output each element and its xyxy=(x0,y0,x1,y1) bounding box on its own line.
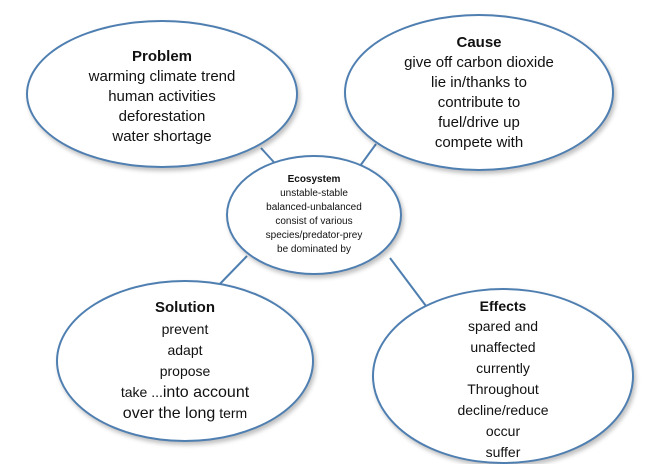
ecosystem-item: balanced-unbalanced xyxy=(266,202,362,213)
solution-title: Solution xyxy=(155,299,215,316)
solution-item-part: into account xyxy=(162,384,250,401)
effects-title: Effects xyxy=(479,297,527,314)
solution-item: prevent xyxy=(161,321,209,337)
solution-item: over the long term xyxy=(123,403,247,424)
problem-title: Problem xyxy=(131,48,192,65)
cause-node: Cause give off carbon dioxide lie in/tha… xyxy=(344,14,614,171)
solution-item-part: take ... xyxy=(120,384,163,400)
effects-item: spared and xyxy=(467,317,539,334)
effects-item: currently xyxy=(476,359,530,376)
cause-item: compete with xyxy=(434,133,524,151)
effects-item: suffer xyxy=(485,443,521,460)
problem-item: water shortage xyxy=(112,128,212,145)
solution-item-part: over the long xyxy=(122,405,216,422)
cause-title: Cause xyxy=(456,33,502,51)
solution-node: Solution prevent adapt propose take ...i… xyxy=(56,280,314,442)
connector-cause-ecosystem xyxy=(359,143,377,167)
solution-item: adapt xyxy=(167,342,203,358)
problem-item: warming climate trend xyxy=(88,68,236,85)
cause-item: contribute to xyxy=(437,93,521,111)
effects-item: unaffected xyxy=(470,338,536,355)
ecosystem-item: unstable-stable xyxy=(280,188,348,199)
solution-item-part: term xyxy=(215,405,248,421)
solution-item: take ...into account xyxy=(121,382,249,403)
ecosystem-title: Ecosystem xyxy=(287,174,341,185)
ecosystem-node: Ecosystem unstable-stable balanced-unbal… xyxy=(226,155,402,275)
effects-item: Throughout xyxy=(467,380,539,397)
ecosystem-item: species/predator-prey xyxy=(265,230,363,241)
connector-effects-ecosystem xyxy=(389,257,427,307)
effects-item: decline/reduce xyxy=(457,401,549,418)
solution-item: propose xyxy=(159,363,211,379)
cause-item: lie in/thanks to xyxy=(431,73,527,91)
ecosystem-item: consist of various xyxy=(275,216,353,227)
cause-item: give off carbon dioxide xyxy=(404,53,554,71)
problem-node: Problem warming climate trend human acti… xyxy=(26,20,298,168)
cause-item: fuel/drive up xyxy=(438,113,520,131)
ecosystem-item: be dominated by xyxy=(277,244,351,255)
effects-item: occur xyxy=(485,422,521,439)
problem-item: human activities xyxy=(108,88,216,105)
effects-node: Effects spared and unaffected currently … xyxy=(372,288,634,464)
problem-item: deforestation xyxy=(118,108,206,125)
